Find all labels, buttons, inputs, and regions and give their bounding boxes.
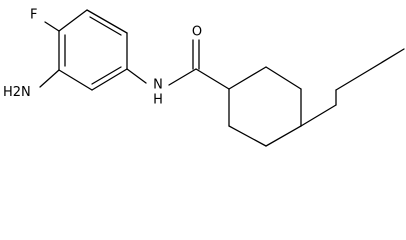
ring-bond — [228, 66, 267, 90]
amine-text: H2N — [3, 85, 31, 100]
butyl-chain — [300, 48, 405, 127]
amine-bond — [39, 69, 60, 88]
ring-bond — [58, 69, 93, 91]
amine-label: H2N — [3, 85, 31, 100]
ring-bond — [265, 66, 302, 90]
ring-double-bond — [91, 66, 122, 85]
amide-hydrogen-label: H — [153, 93, 163, 108]
ring-bond — [228, 125, 267, 147]
ring-double-bond — [89, 16, 122, 36]
fluorine-label: F — [30, 8, 37, 23]
chain-bond — [335, 68, 372, 91]
aryl-nitrogen-bond — [126, 68, 147, 84]
ring-bond — [86, 9, 128, 34]
carbonyl-ring-bond — [195, 68, 230, 90]
ring-bond — [265, 125, 302, 147]
chemical-structure-diagram: F H2N N H O — [3, 8, 405, 147]
chain-bond — [300, 104, 337, 127]
ring-bond — [58, 9, 88, 32]
amide-nitrogen-label: N — [153, 78, 163, 93]
benzene-ring — [58, 9, 128, 91]
carbonyl-oxygen-label: O — [192, 25, 202, 40]
nitrogen-carbonyl-bond — [168, 68, 197, 86]
ring-bond — [91, 68, 128, 91]
cyclohexane-ring — [228, 66, 302, 147]
fluorine-bond — [44, 21, 60, 32]
chain-bond — [370, 48, 405, 70]
molecule-drawing: F H2N N H O — [3, 8, 405, 147]
